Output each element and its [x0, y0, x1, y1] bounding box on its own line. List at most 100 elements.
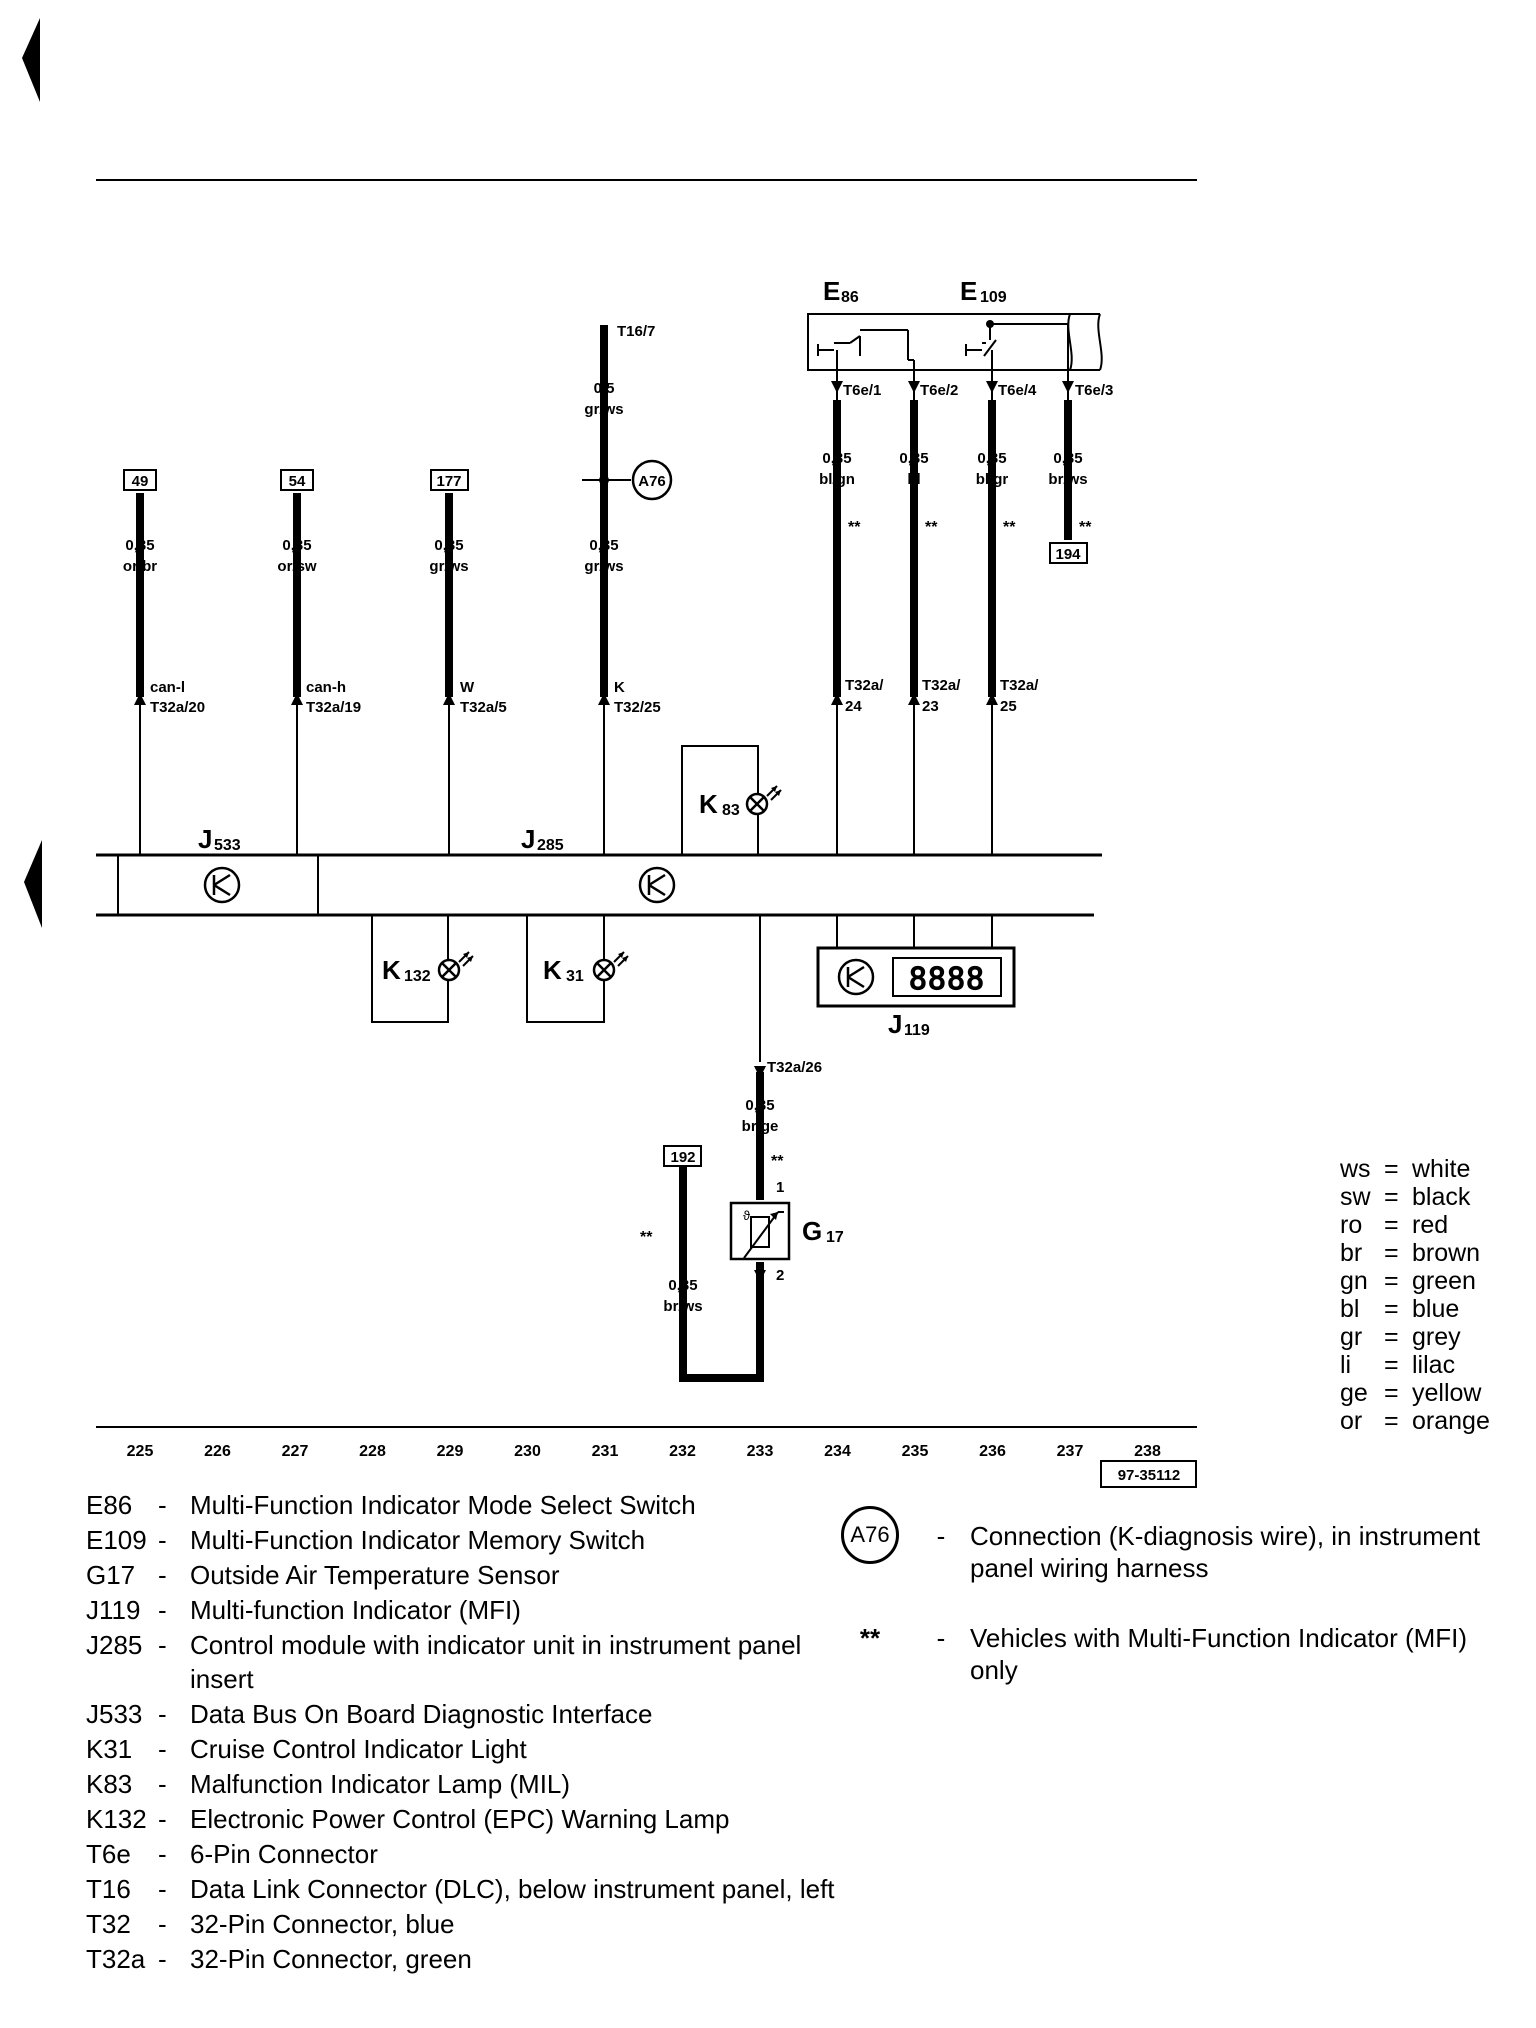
legend-row: K83-Malfunction Indicator Lamp (MIL) [86, 1767, 846, 1801]
legend-code: E86 [86, 1490, 133, 1520]
svg-text:K: K [382, 955, 401, 985]
svg-text:T32a/19: T32a/19 [306, 699, 361, 716]
color-abbr: li [1340, 1351, 1352, 1379]
legend-dash: - [158, 1490, 167, 1520]
svg-text:25: 25 [1000, 698, 1017, 715]
svg-text:can-h: can-h [306, 679, 346, 696]
svg-text:or/br: or/br [123, 558, 157, 575]
legend-desc: Electronic Power Control (EPC) Warning L… [190, 1804, 730, 1834]
column-number: 233 [747, 1443, 774, 1460]
column-number: 236 [979, 1443, 1006, 1460]
column-number: 227 [282, 1443, 309, 1460]
svg-text:E: E [823, 276, 840, 306]
component-legend: E86-Multi-Function Indicator Mode Select… [86, 1488, 846, 1977]
color-abbr: ro [1340, 1211, 1363, 1239]
legend-desc: Cruise Control Indicator Light [190, 1734, 527, 1764]
color-eq: = [1384, 1183, 1399, 1211]
stars-note: ** [859, 1623, 881, 1653]
k83-lamp-icon [745, 784, 783, 816]
legend-desc: Data Bus On Board Diagnostic Interface [190, 1699, 653, 1729]
svg-text:0,35: 0,35 [1053, 450, 1082, 467]
note-desc: Connection (K-diagnosis wire), in instru… [970, 1521, 1481, 1583]
column-number: 234 [824, 1443, 851, 1460]
g17-pin1: 1 [776, 1179, 784, 1196]
k31-lamp-icon [592, 950, 630, 982]
legend-dash: - [158, 1595, 167, 1625]
color-name: brown [1412, 1239, 1481, 1267]
svg-text:br/ge: br/ge [742, 1118, 779, 1135]
svg-text:**: ** [848, 519, 861, 536]
color-name: black [1412, 1183, 1471, 1211]
svg-text:0,35: 0,35 [434, 537, 463, 554]
column-number: 230 [514, 1443, 541, 1460]
control-unit-symbol-j285 [638, 866, 676, 904]
thick-wires [136, 325, 1072, 1382]
svg-text:**: ** [640, 1229, 653, 1246]
legend-code: T32 [86, 1909, 131, 1939]
legend-desc: Multi-Function Indicator Memory Switch [190, 1525, 646, 1555]
svg-text:86: 86 [841, 289, 859, 306]
svg-text:J: J [888, 1009, 902, 1039]
legend-code: K132 [86, 1804, 147, 1834]
note-dash: - [936, 1623, 946, 1653]
legend-code: G17 [86, 1560, 136, 1590]
legend-desc: Malfunction Indicator Lamp (MIL) [190, 1769, 571, 1799]
legend-code: J119 [86, 1595, 141, 1625]
svg-text:24: 24 [845, 698, 862, 715]
legend-row: T16-Data Link Connector (DLC), below ins… [86, 1872, 846, 1906]
svg-text:J: J [521, 824, 535, 854]
color-key-row: li=lilac [1340, 1351, 1490, 1379]
page-back-arrow-middle[interactable] [24, 840, 42, 928]
a76-note-circle: A76 [841, 1506, 899, 1564]
legend-code: J533 [86, 1699, 143, 1729]
color-name: red [1412, 1211, 1449, 1239]
svg-text:K: K [699, 789, 718, 819]
note-key: ** [828, 1622, 912, 1686]
color-eq: = [1384, 1379, 1399, 1407]
page-back-arrow-top[interactable] [22, 18, 40, 102]
note-row: **-Vehicles with Multi-Function Indicato… [828, 1622, 1518, 1686]
column-number: 232 [669, 1443, 696, 1460]
legend-dash: - [158, 1874, 167, 1904]
ref-192: 192 [670, 1149, 695, 1166]
svg-text:can-l: can-l [150, 679, 185, 696]
svg-text:bl/gn: bl/gn [819, 471, 855, 488]
svg-text:0,35: 0,35 [668, 1277, 697, 1294]
color-eq: = [1384, 1295, 1399, 1323]
svg-text:T32a/5: T32a/5 [460, 699, 507, 716]
legend-row: E109-Multi-Function Indicator Memory Swi… [86, 1523, 846, 1557]
thin-wires [139, 703, 993, 1062]
svg-text:E: E [960, 276, 977, 306]
svg-text:533: 533 [214, 837, 241, 854]
color-eq: = [1384, 1407, 1399, 1435]
svg-text:br/ws: br/ws [663, 1298, 702, 1315]
color-abbr: gr [1340, 1323, 1363, 1351]
legend-code: E109 [86, 1525, 147, 1555]
svg-text:gr/ws: gr/ws [584, 401, 623, 418]
color-abbr: bl [1340, 1295, 1360, 1323]
svg-text:J: J [198, 824, 212, 854]
svg-text:bl/gr: bl/gr [976, 471, 1009, 488]
mfi-stars: ** ** ** ** ** ** [640, 519, 1092, 1246]
legend-code: T6e [86, 1839, 131, 1869]
color-eq: = [1384, 1211, 1399, 1239]
color-key-row: sw=black [1340, 1183, 1490, 1211]
wire-pin-labels: can-l T32a/20 can-h T32a/19 W T32a/5 K T… [150, 382, 1113, 1076]
svg-text:0,35: 0,35 [282, 537, 311, 554]
control-unit-symbol-j533 [203, 866, 241, 904]
svg-text:17: 17 [826, 1229, 844, 1246]
color-key-row: or=orange [1340, 1407, 1490, 1435]
wire-spec-labels: 0,35 or/br 0,35 or/sw 0,35 gr/ws 0,5 gr/… [123, 380, 1088, 1315]
color-abbr: gn [1340, 1267, 1368, 1295]
svg-text:T32a/26: T32a/26 [767, 1059, 822, 1076]
svg-text:**: ** [771, 1153, 784, 1170]
color-name: green [1412, 1267, 1476, 1295]
legend-desc: Data Link Connector (DLC), below instrum… [190, 1874, 835, 1904]
svg-text:T6e/3: T6e/3 [1075, 382, 1113, 399]
switch-leads [836, 370, 1069, 400]
color-name: blue [1412, 1295, 1460, 1323]
splice-a76 [582, 475, 631, 485]
legend-dash: - [158, 1699, 167, 1729]
